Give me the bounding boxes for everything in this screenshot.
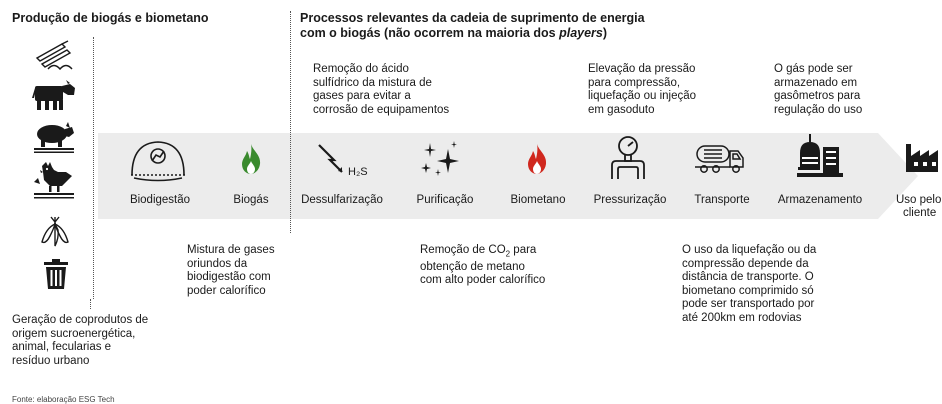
sugarcane-icon [34,38,74,72]
left-caption: Geração de coprodutos de origem sucroene… [12,314,149,367]
stage-label-dessulfarizacao: Dessulfarização [301,194,383,206]
red-flame-icon [525,143,549,180]
gasometer-icon [797,133,843,184]
cassava-icon [38,214,72,248]
stage-label-biometano: Biometano [510,194,566,206]
chicken-icon [32,160,76,202]
trash-can-icon [42,258,70,290]
svg-text:H₂S: H₂S [348,166,368,178]
pressure-gauge-icon [608,133,648,186]
right-section-title: Processos relevantes da cadeia de suprim… [300,11,645,40]
stage-label-transporte: Transporte [694,194,750,206]
left-section-title: Produção de biogás e biometano [12,11,209,25]
note-dessulfarizacao: Remoção do ácido sulfídrico da mistura d… [313,63,450,116]
stage-label-uso-cliente: Uso pelo cliente [896,194,942,219]
left-bracket-line [93,37,94,299]
stage-label-pressurizacao: Pressurização [593,194,667,206]
sparkles-icon [418,139,460,184]
source-footnote: Fonte: elaboração ESG Tech [12,395,115,404]
note-armazenamento: O gás pode ser armazenado em gasômetros … [774,63,863,116]
digester-icon [128,137,188,190]
h2s-removal-icon: H₂S [316,142,378,183]
note-purificacao: Remoção de CO2 para obtenção de metano c… [420,244,546,287]
note-biogas: Mistura de gases oriundos da biodigestão… [187,244,275,297]
stage-label-biodigestao: Biodigestão [129,194,191,206]
green-flame-icon [239,143,263,180]
note-pressurizacao: Elevação da pressão para compressão, liq… [588,63,697,116]
pig-icon [32,120,76,154]
stage-label-purificacao: Purificação [416,194,474,206]
note-transporte: O uso da liquefação ou da compressão dep… [682,244,817,324]
stage-label-armazenamento: Armazenamento [777,194,863,206]
tanker-truck-icon [694,141,746,180]
factory-icon [904,140,942,179]
left-bracket-line-bottom [90,299,91,309]
cow-icon [32,80,76,112]
section-divider-line [290,11,291,233]
stage-label-biogas: Biogás [233,194,269,206]
